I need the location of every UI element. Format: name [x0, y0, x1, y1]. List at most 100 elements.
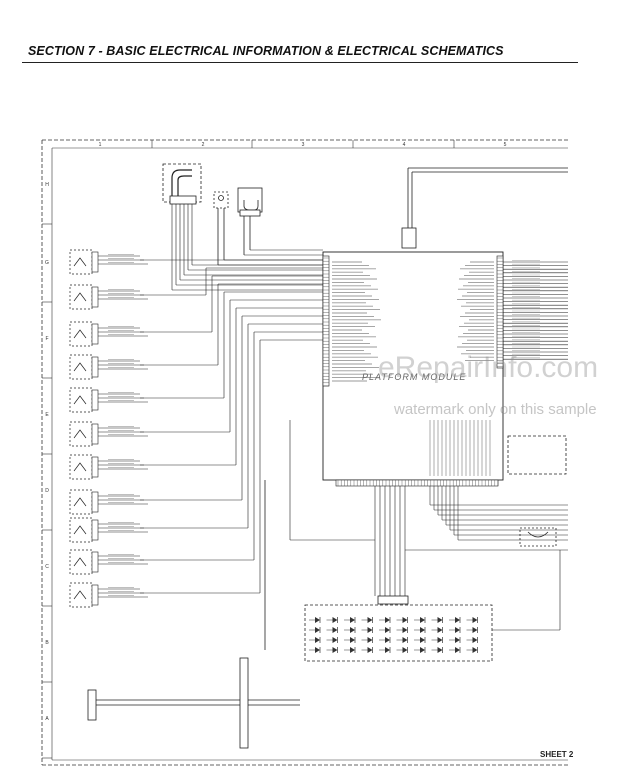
led-icon	[332, 617, 338, 623]
column-marker: 3	[302, 142, 305, 148]
led-icon	[385, 647, 390, 653]
led-icon	[315, 617, 320, 623]
right-wire-harness	[405, 260, 568, 631]
led-icon	[367, 627, 373, 633]
switch-contact-icon	[73, 429, 87, 439]
switch-contact-icon	[73, 590, 87, 600]
switch-contact-icon	[73, 497, 87, 507]
switch-housing	[69, 321, 93, 347]
bottom-harness	[87, 480, 300, 749]
led-icon	[367, 617, 373, 623]
switch-contact-icon	[73, 557, 87, 567]
switch-contact-icon	[73, 525, 87, 535]
led-icon	[385, 637, 390, 643]
top-connector-pins	[171, 204, 193, 290]
led-icon	[350, 647, 355, 653]
module-right-pin-strip	[496, 255, 504, 369]
switch-connector	[91, 551, 99, 573]
switch-contact-icon	[73, 462, 87, 472]
led-panel	[304, 595, 493, 662]
switch-housing	[69, 387, 93, 413]
switch-connector	[91, 584, 99, 606]
switch-housing	[69, 284, 93, 310]
platform-module-label: PLATFORM MODULE	[362, 372, 467, 382]
switch-connector	[91, 356, 99, 378]
switch-contact-icon	[73, 292, 87, 302]
led-icon	[315, 647, 320, 653]
row-marker: F	[45, 336, 48, 342]
led-icon	[315, 637, 320, 643]
led-icon	[350, 637, 355, 643]
module-right-connector	[496, 255, 504, 369]
led-icon	[402, 647, 408, 653]
switch-housing	[69, 517, 93, 543]
switch-housing	[69, 454, 93, 480]
led-icon	[420, 617, 425, 623]
switch-housing	[69, 549, 93, 575]
column-marker: 2	[202, 142, 205, 148]
module-left-pin-strip	[322, 255, 330, 387]
switch-housing	[69, 489, 93, 515]
watermark-site: eRepairInfo.com	[378, 351, 599, 384]
row-marker: D	[45, 488, 49, 494]
column-marker: 5	[504, 142, 507, 148]
led-icon	[332, 647, 338, 653]
row-marker: A	[45, 716, 49, 722]
led-icon	[385, 627, 390, 633]
module-bottom-pin-strip	[335, 479, 499, 487]
switch-contact-icon	[73, 257, 87, 267]
drawing-frame	[41, 139, 568, 766]
led-icon	[437, 627, 443, 633]
led-icon	[420, 647, 425, 653]
switch-housing	[69, 354, 93, 380]
row-marker: C	[45, 564, 49, 570]
led-icon	[437, 617, 443, 623]
led-icon	[420, 637, 425, 643]
header-divider	[22, 62, 578, 63]
led-icon	[367, 637, 373, 643]
row-marker: B	[45, 640, 49, 646]
led-icon	[385, 617, 390, 623]
led-icon	[350, 617, 355, 623]
led-icon	[472, 617, 478, 623]
led-icon	[420, 627, 425, 633]
led-icon	[472, 647, 478, 653]
led-icon	[455, 637, 460, 643]
row-marker: H	[45, 182, 49, 188]
switch-contact-icon	[73, 395, 87, 405]
top-switch-2	[237, 187, 263, 255]
column-markers: 1 2 3 4 5	[99, 140, 507, 148]
led-icon	[455, 627, 460, 633]
top-connector-housing	[162, 163, 202, 205]
switch-connector	[91, 491, 99, 513]
column-marker: 4	[403, 142, 406, 148]
row-marker: E	[45, 412, 49, 418]
led-icon	[402, 637, 408, 643]
module-left-connector	[322, 255, 330, 387]
switch-contact-icon	[73, 362, 87, 372]
switch-housing	[69, 249, 93, 275]
switch-connector	[91, 251, 99, 273]
column-marker: 1	[99, 142, 102, 148]
page-title: SECTION 7 - BASIC ELECTRICAL INFORMATION…	[28, 44, 504, 58]
switch-connector	[91, 423, 99, 445]
module-top-feed	[401, 167, 568, 249]
led-icon	[402, 627, 408, 633]
top-switch-1	[213, 191, 229, 265]
led-grid	[309, 617, 478, 653]
switch-housing	[69, 421, 93, 447]
left-switch-components	[69, 249, 99, 608]
watermark-sample-notice: watermark only on this sample	[394, 401, 597, 418]
led-icon	[350, 627, 355, 633]
switch-connector	[91, 389, 99, 411]
led-icon	[367, 647, 373, 653]
led-icon	[472, 637, 478, 643]
switch-connector	[91, 519, 99, 541]
led-icon	[455, 617, 460, 623]
led-icon	[437, 647, 443, 653]
module-pin-labels	[332, 261, 494, 476]
switch-housing	[69, 582, 93, 608]
led-icon	[437, 637, 443, 643]
